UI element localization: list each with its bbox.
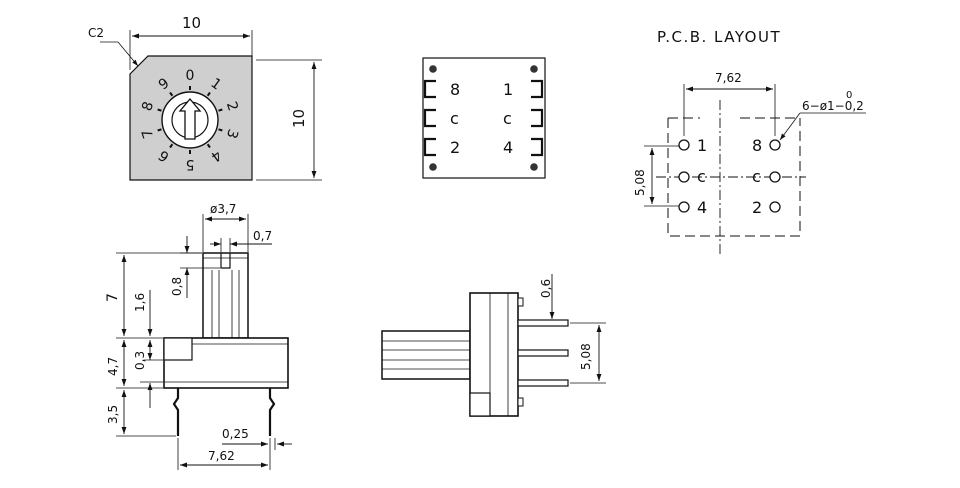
end-body (469, 292, 519, 417)
corner-dot (530, 65, 538, 73)
dial-number: 5 (186, 156, 195, 172)
end-pin (517, 349, 569, 357)
shaft (202, 252, 249, 339)
corner-dot (530, 163, 538, 171)
pcb-pin-label: 1 (697, 136, 707, 155)
pitch-x-label: 7,62 (715, 71, 742, 85)
pcb-pin-label: c (752, 167, 761, 186)
pcb-pin-label: 8 (752, 136, 762, 155)
shaft-step-label: 1,6 (133, 293, 147, 312)
hole-spec-label: 6−ø1−0,2 (802, 99, 864, 113)
dial-tick (206, 143, 211, 149)
pin-thick-label: 0,25 (222, 427, 249, 441)
dial-tick (206, 91, 211, 97)
end-pitch-label: 5,08 (579, 343, 593, 370)
pcb-layout: P.C.B. LAYOUT 7,62 5,08 1 8 c c 4 2 (633, 28, 866, 254)
pcb-hole (678, 201, 690, 213)
pin-label: 2 (450, 138, 460, 157)
height-label: 10 (290, 109, 308, 128)
pcb-hole (678, 139, 690, 151)
slot-depth-label: 0,8 (170, 277, 184, 296)
dial-tick (157, 108, 162, 112)
pin-label: 8 (450, 80, 460, 99)
pcb-hole (769, 171, 781, 183)
end-pin (517, 319, 569, 327)
total-height-label: 7 (105, 293, 121, 302)
pad-right (531, 137, 544, 157)
side-body-step (163, 337, 193, 361)
pitch-y-label: 5,08 (633, 169, 647, 196)
pin-pitch-label: 7,62 (208, 449, 235, 463)
pcb-pin-label: 4 (697, 198, 707, 217)
dial-tick (218, 108, 223, 112)
width-label: 10 (182, 14, 201, 32)
end-tab (517, 397, 524, 407)
dial-tick (157, 128, 162, 132)
pcb-pin-label: c (697, 167, 706, 186)
hole-spec-leader (779, 112, 801, 141)
body-height-label: 4,7 (106, 357, 120, 376)
dial-number: 0 (186, 68, 195, 84)
end-pin (517, 379, 569, 387)
dial-tick (169, 91, 174, 97)
end-tab (517, 297, 524, 307)
chamfer-leader-arrow (117, 41, 139, 67)
pad-left (423, 79, 436, 99)
side-pin (172, 388, 180, 436)
dial-ticks (157, 86, 223, 154)
pin-width-label: 0,6 (539, 279, 553, 298)
shaft-slot (220, 253, 231, 269)
pin-label: c (450, 109, 459, 128)
shaft-dia-label: ø3,7 (210, 202, 236, 216)
end-shaft (381, 330, 471, 380)
dial-tick (218, 128, 223, 132)
pad-right (531, 108, 544, 128)
side-pin (268, 388, 276, 436)
chamfer-label: C2 (88, 26, 104, 40)
bottom-view: 8 c 2 1 c 4 (422, 57, 546, 179)
pcb-hole (769, 201, 781, 213)
pcb-hole (678, 171, 690, 183)
end-body-step (469, 392, 491, 417)
pad-right (531, 79, 544, 99)
pin-label: 4 (503, 138, 513, 157)
pad-left (423, 137, 436, 157)
pcb-hole (769, 139, 781, 151)
top-view-outline (129, 55, 253, 181)
hole-spec-tolerance: 0 (846, 90, 852, 101)
pcb-pin-label: 2 (752, 198, 762, 217)
arrow-icon (178, 97, 202, 140)
end-view: 0,6 5,08 (381, 274, 606, 417)
slot-label: 0,7 (253, 229, 272, 243)
bottom-view-outline (422, 57, 546, 179)
base-step-label: 0,3 (133, 351, 147, 370)
corner-dot (429, 65, 437, 73)
pin-label: c (503, 109, 512, 128)
pad-left (423, 108, 436, 128)
dial-tick (169, 143, 174, 149)
corner-dot (429, 163, 437, 171)
pin-length-label: 3,5 (106, 405, 120, 424)
pcb-title: P.C.B. LAYOUT (657, 28, 781, 46)
side-view: ø3,7 0,7 0,8 7 1,6 4,7 0,3 3,5 (105, 202, 292, 470)
pin-label: 1 (503, 80, 513, 99)
